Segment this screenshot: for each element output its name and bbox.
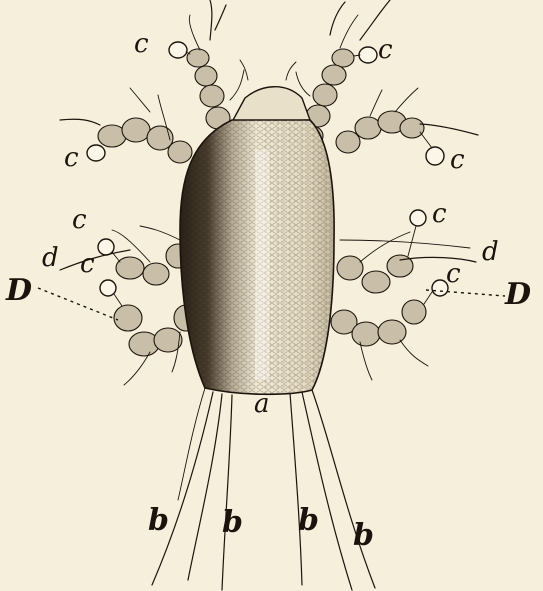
label-b: b [222, 505, 243, 540]
label-c: c [72, 205, 87, 235]
label-c: c [80, 249, 95, 279]
leg-upper-left [60, 88, 192, 163]
label-d: d [482, 237, 499, 267]
label-c: c [450, 145, 465, 175]
label-c: c [446, 259, 461, 289]
label-c: c [64, 143, 79, 173]
label-c: c [134, 29, 149, 59]
label-D: D [5, 273, 32, 308]
label-a: a [254, 389, 270, 419]
label-c: c [378, 35, 393, 65]
leg-lower-right [331, 210, 476, 380]
front-setae [210, 0, 390, 80]
label-D: D [504, 277, 531, 312]
label-c: c [432, 199, 447, 229]
mite-body [180, 87, 334, 396]
label-b: b [298, 503, 319, 538]
label-d: d [42, 243, 59, 273]
label-b: b [353, 518, 374, 553]
label-b: b [148, 503, 169, 538]
